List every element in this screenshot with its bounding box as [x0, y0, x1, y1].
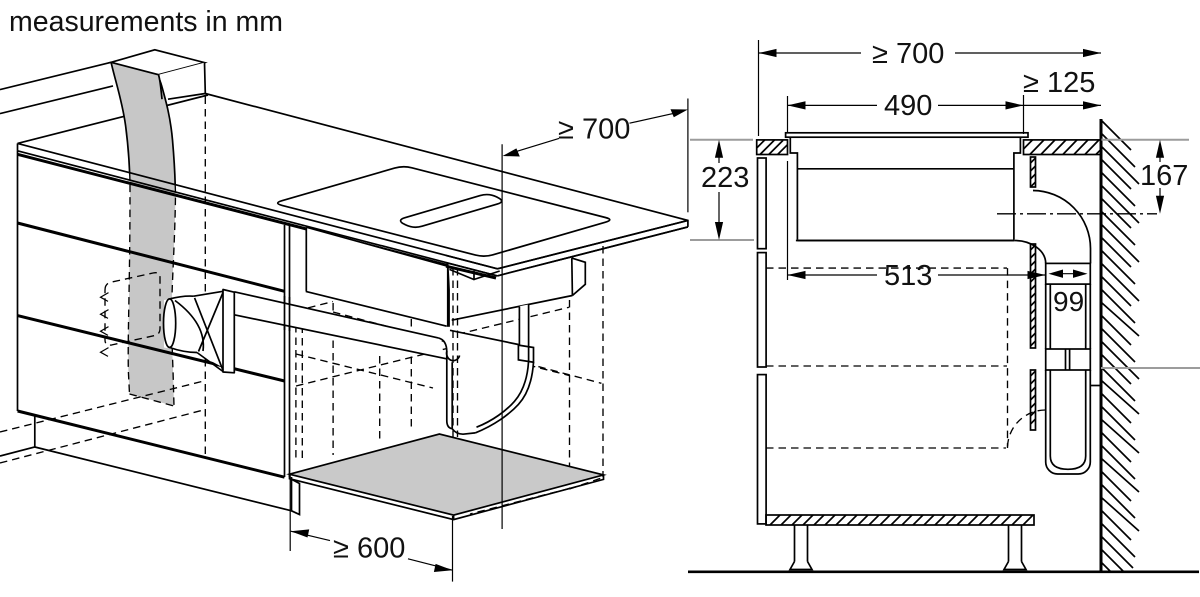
svg-text:99: 99	[1053, 286, 1084, 317]
svg-text:≥ 700: ≥ 700	[872, 38, 944, 70]
svg-text:≥ 600: ≥ 600	[333, 533, 405, 565]
svg-text:223: 223	[701, 162, 749, 194]
svg-text:≥ 700: ≥ 700	[558, 113, 630, 145]
svg-text:490: 490	[884, 90, 932, 122]
svg-text:167: 167	[1140, 160, 1188, 192]
svg-text:measurements in mm: measurements in mm	[9, 6, 283, 38]
svg-text:513: 513	[884, 260, 932, 292]
svg-text:≥ 125: ≥ 125	[1023, 67, 1095, 99]
